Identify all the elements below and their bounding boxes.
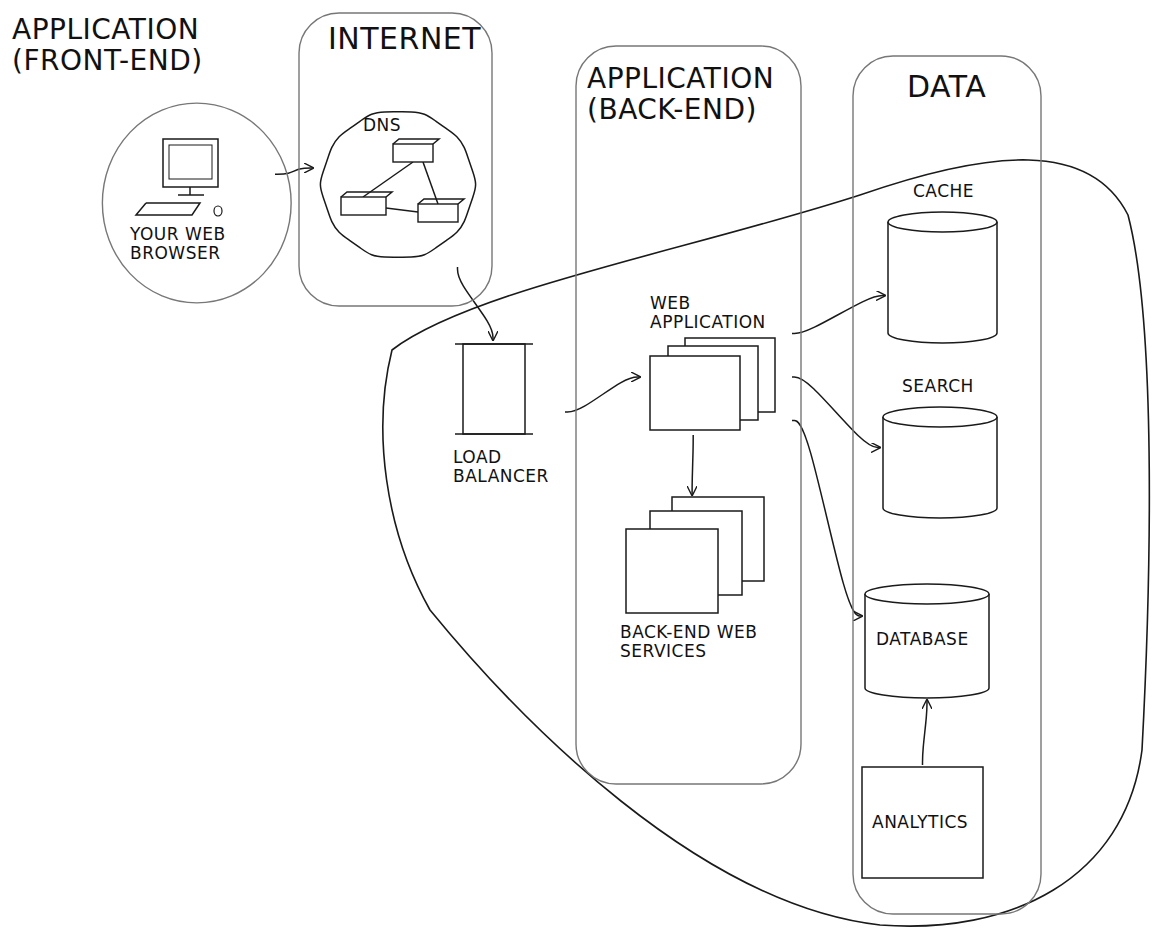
region-band: APPLICATION (BACK-END) WEB APPLICATION BAC…	[575, 45, 802, 785]
connector-arrow	[458, 267, 494, 340]
node-label: WEB APPLICATION	[650, 294, 782, 332]
connector-arrow	[923, 700, 928, 765]
region-band: APPLICATION (FRONT-END) YOUR WEB BROWSER	[8, 8, 294, 308]
region-band: DATA CACHE SEARCH DATABASE ANALYTICS	[852, 55, 1042, 915]
node-label: DNS	[363, 116, 401, 135]
hosting-region-outline	[383, 160, 1149, 926]
node-label: LOAD BALANCER	[453, 448, 557, 486]
service-stack: BACK-END WEB SERVICES	[612, 495, 790, 690]
node-label: YOUR WEB BROWSER	[130, 225, 265, 263]
network-cloud: DNS	[313, 102, 483, 267]
data-store: DATABASE	[862, 580, 992, 700]
connector-arrow	[792, 296, 885, 334]
region-band: INTERNET DNS	[298, 12, 493, 307]
node-label: CACHE	[913, 182, 974, 201]
node-label: BACK-END WEB SERVICES	[620, 623, 780, 661]
browser-node: YOUR WEB BROWSER	[118, 133, 275, 298]
node-label: DATABASE	[876, 630, 969, 649]
region-heading: INTERNET	[328, 22, 481, 56]
node-label: ANALYTICS	[872, 813, 968, 832]
load-balancer: LOAD BALANCER	[445, 340, 565, 520]
data-store: SEARCH	[880, 375, 1000, 520]
connector-arrow	[275, 168, 313, 174]
node-label: SEARCH	[902, 377, 974, 396]
data-store: CACHE	[885, 180, 1000, 345]
analytics-box: ANALYTICS	[860, 765, 985, 880]
cyl-outline	[885, 180, 1000, 345]
server-outline	[445, 340, 565, 520]
connector-arrow	[792, 421, 862, 617]
region-heading: APPLICATION (BACK-END)	[587, 63, 792, 126]
region-heading: DATA	[907, 70, 986, 104]
monitor-outline	[118, 133, 275, 298]
connector-arrow	[692, 435, 693, 495]
cyl-outline	[880, 375, 1000, 520]
app-server: WEB APPLICATION	[640, 290, 792, 435]
region-heading: APPLICATION (FRONT-END)	[12, 14, 284, 77]
